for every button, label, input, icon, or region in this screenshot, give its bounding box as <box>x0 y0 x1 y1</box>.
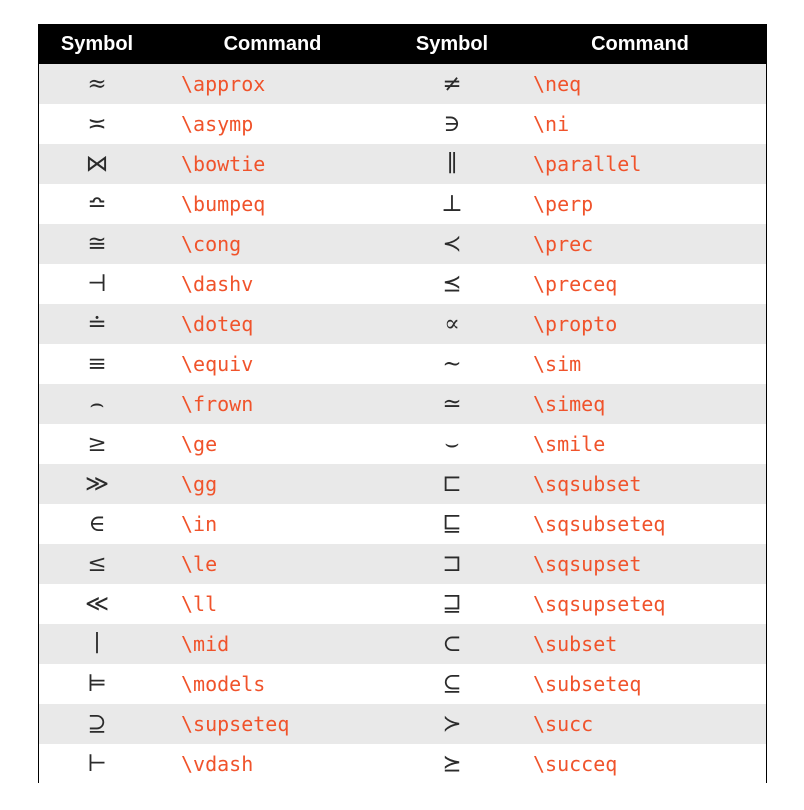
command-cell: \bowtie <box>181 152 266 176</box>
command-cell: \propto <box>533 312 618 336</box>
command-cell: \subseteq <box>533 672 642 696</box>
symbol-cell: ⊐ <box>442 551 462 577</box>
command-cell: \prec <box>533 232 594 256</box>
command-cell: \le <box>181 552 218 576</box>
command-cell: \equiv <box>181 352 254 376</box>
symbol-cell: ⪰ <box>442 751 462 777</box>
symbol-cell: ⊇ <box>87 711 107 737</box>
command-cell: \neq <box>533 72 582 96</box>
symbol-cell: ⪯ <box>442 271 462 297</box>
table-row: ≫ \gg ⊏ \sqsubset <box>39 464 766 504</box>
table-header: Symbol Command Symbol Command <box>39 25 766 64</box>
command-cell: \parallel <box>533 152 642 176</box>
symbol-cell: ⋈ <box>85 151 109 177</box>
symbol-cell: ≻ <box>442 711 462 737</box>
symbol-cell: ⊏ <box>442 471 462 497</box>
table-row: ≪ \ll ⊒ \sqsupseteq <box>39 584 766 624</box>
symbol-cell: ≍ <box>87 111 107 137</box>
command-cell: \preceq <box>533 272 618 296</box>
table-body: ≈ \approx ≠ \neq ≍ \asymp ∋ \ni ⋈ \bowtie ∥ \parall… <box>39 64 766 784</box>
command-cell: \ge <box>181 432 218 456</box>
table-row: ≅ \cong ≺ \prec <box>39 224 766 264</box>
command-cell: \cong <box>181 232 242 256</box>
command-cell: \succeq <box>533 752 618 776</box>
command-cell: \sqsupset <box>533 552 642 576</box>
symbol-cell: ⊥ <box>441 191 463 217</box>
table-row: ⊣ \dashv ⪯ \preceq <box>39 264 766 304</box>
symbol-cell: ≏ <box>87 191 107 217</box>
symbol-cell: ⌣ <box>444 431 460 457</box>
command-cell: \approx <box>181 72 266 96</box>
command-cell: \sim <box>533 352 582 376</box>
command-cell: \ni <box>533 112 570 136</box>
header-symbol-left: Symbol <box>60 33 134 55</box>
symbol-cell: ⊣ <box>87 271 107 297</box>
command-cell: \subset <box>533 632 618 656</box>
command-cell: \simeq <box>533 392 606 416</box>
command-cell: \sqsubset <box>533 472 642 496</box>
symbol-cell: ≫ <box>84 471 110 497</box>
symbol-command-table: Symbol Command Symbol Command ≈ \approx ≠ \… <box>38 24 767 784</box>
symbol-cell: ≃ <box>442 391 462 417</box>
table-row: ≈ \approx ≠ \neq <box>39 64 766 104</box>
table-row: ⋈ \bowtie ∥ \parallel <box>39 144 766 184</box>
symbol-cell: ≺ <box>442 231 462 257</box>
command-cell: \smile <box>533 432 606 456</box>
table-row: ⊨ \models ⊆ \subseteq <box>39 664 766 704</box>
symbol-cell: ∝ <box>444 311 460 337</box>
symbol-cell: ⊆ <box>442 671 462 697</box>
table-row: ⊢ \vdash ⪰ \succeq <box>39 744 766 784</box>
command-cell: \gg <box>181 472 218 496</box>
symbol-cell: ≡ <box>87 351 107 377</box>
symbol-cell: ⊂ <box>442 631 462 657</box>
command-cell: \supseteq <box>181 712 290 736</box>
symbol-cell: ∈ <box>88 511 106 537</box>
command-cell: \dashv <box>181 272 254 296</box>
symbol-cell: ⊒ <box>442 591 462 617</box>
symbol-cell: ⊨ <box>87 671 107 697</box>
symbol-cell: ≪ <box>84 591 110 617</box>
table-row: ≐ \doteq ∝ \propto <box>39 304 766 344</box>
header-command-left: Command <box>223 33 322 55</box>
header-symbol-right: Symbol <box>415 33 489 55</box>
table-row: ⌢ \frown ≃ \simeq <box>39 384 766 424</box>
table-row: ≥ \ge ⌣ \smile <box>39 424 766 464</box>
symbol-cell: ≐ <box>87 311 107 337</box>
symbol-cell: ∋ <box>443 111 461 137</box>
symbol-cell: ≠ <box>442 71 462 97</box>
symbol-cell: ⌢ <box>89 391 105 417</box>
command-cell: \succ <box>533 712 594 736</box>
symbol-cell: ≤ <box>87 551 107 577</box>
command-cell: \sqsubseteq <box>533 512 666 536</box>
command-cell: \models <box>181 672 266 696</box>
symbol-cell: ≈ <box>87 71 107 97</box>
symbol-cell: ∥ <box>446 151 458 177</box>
command-cell: \ll <box>181 592 218 616</box>
command-cell: \frown <box>181 392 254 416</box>
command-cell: \doteq <box>181 312 254 336</box>
command-cell: \perp <box>533 192 594 216</box>
symbol-cell: ∼ <box>442 351 462 377</box>
table-row: ≍ \asymp ∋ \ni <box>39 104 766 144</box>
command-cell: \vdash <box>181 752 254 776</box>
table-row: ≏ \bumpeq ⊥ \perp <box>39 184 766 224</box>
table-row: ∈ \in ⊑ \sqsubseteq <box>39 504 766 544</box>
command-cell: \in <box>181 512 218 536</box>
table-row: ≤ \le ⊐ \sqsupset <box>39 544 766 584</box>
table-row: ⊇ \supseteq ≻ \succ <box>39 704 766 744</box>
symbol-cell: ⊑ <box>442 511 462 537</box>
command-cell: \mid <box>181 632 230 656</box>
symbol-cell: ≥ <box>87 431 107 457</box>
symbol-cell: ⊢ <box>87 751 107 777</box>
command-cell: \sqsupseteq <box>533 592 666 616</box>
table-row: ≡ \equiv ∼ \sim <box>39 344 766 384</box>
command-cell: \asymp <box>181 112 254 136</box>
table-row: ∣ \mid ⊂ \subset <box>39 624 766 664</box>
symbol-cell: ∣ <box>93 631 101 657</box>
command-cell: \bumpeq <box>181 192 266 216</box>
symbol-cell: ≅ <box>87 231 107 257</box>
header-command-right: Command <box>591 33 689 55</box>
